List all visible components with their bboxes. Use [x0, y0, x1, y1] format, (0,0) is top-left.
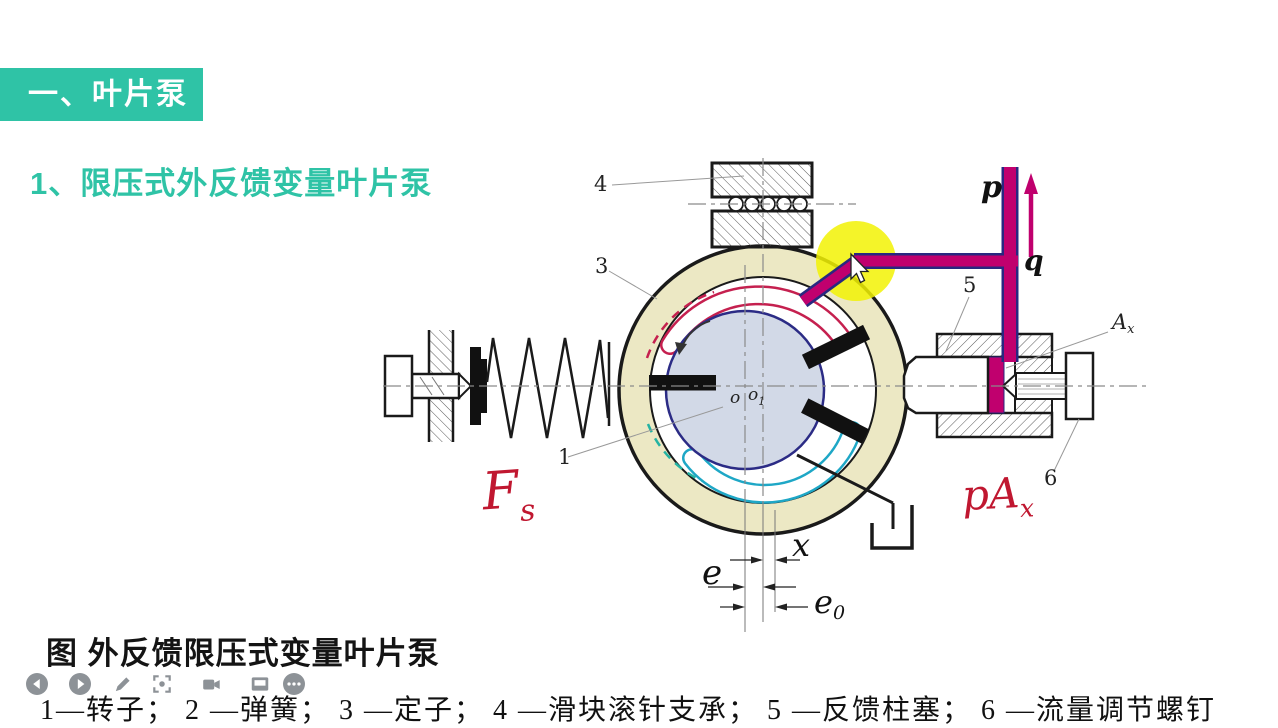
handwritten-spring-force: Fs	[479, 459, 536, 531]
rotation-arrow	[675, 320, 711, 355]
spring	[485, 337, 610, 439]
discharge-port	[645, 285, 853, 359]
screen-button[interactable]	[249, 673, 271, 695]
suction-port	[646, 421, 862, 504]
slide-block-needle-support	[710, 161, 814, 249]
e-label: e	[702, 553, 722, 593]
section-title-badge: 一、叶片泵	[0, 68, 203, 121]
pen-icon	[115, 677, 130, 692]
camera-button[interactable]	[201, 673, 223, 695]
label-4: 4	[594, 172, 607, 196]
dimension-lines: x e e0	[702, 505, 845, 632]
center-o1-label: o1	[748, 385, 765, 408]
pressure-chamber	[987, 356, 1005, 414]
more-button[interactable]	[283, 673, 305, 695]
play-button[interactable]	[69, 673, 91, 695]
handwritten-pressure-force: pAx	[961, 467, 1035, 526]
label-ax: Ax	[1110, 310, 1135, 337]
prev-icon	[26, 673, 48, 695]
parts-legend: 1—转子； 2 —弹簧； 3 —定子； 4 —滑块滚针支承； 5 —反馈柱塞； …	[40, 695, 1217, 726]
pressure-pipe	[798, 167, 1019, 362]
x-label: x	[792, 526, 810, 564]
spring-seat-plate	[470, 347, 481, 425]
screen-icon	[251, 677, 269, 691]
play-icon	[69, 673, 91, 695]
capture-icon	[153, 675, 171, 693]
e0-label: e0	[814, 583, 845, 624]
flow-label: q	[1024, 244, 1044, 277]
drain-symbol	[796, 453, 914, 550]
label-3: 3	[595, 254, 608, 278]
vanes	[649, 324, 871, 444]
label-6: 6	[1044, 466, 1057, 490]
more-icon	[283, 673, 305, 695]
mouse-cursor	[850, 252, 870, 284]
pressure-label: p	[981, 170, 1002, 205]
camera-icon	[203, 679, 220, 690]
centerlines	[383, 158, 1148, 505]
figure-caption: 图 外反馈限压式变量叶片泵	[46, 636, 440, 671]
label-1: 1	[558, 445, 571, 469]
slide-subtitle: 1、限压式外反馈变量叶片泵	[30, 166, 433, 201]
pen-tool-button[interactable]	[112, 673, 134, 695]
flow-arrow	[1024, 173, 1038, 257]
feedback-piston	[902, 355, 990, 415]
svg-text:pAx: pAx	[961, 467, 1035, 526]
part-labels: 4 3 1 5 6 Ax	[558, 172, 1135, 490]
label-5: 5	[963, 273, 976, 297]
svg-text:Fs: Fs	[479, 459, 536, 531]
capture-button[interactable]	[151, 673, 173, 695]
center-o-label: o	[730, 388, 740, 408]
prev-button[interactable]	[26, 673, 48, 695]
